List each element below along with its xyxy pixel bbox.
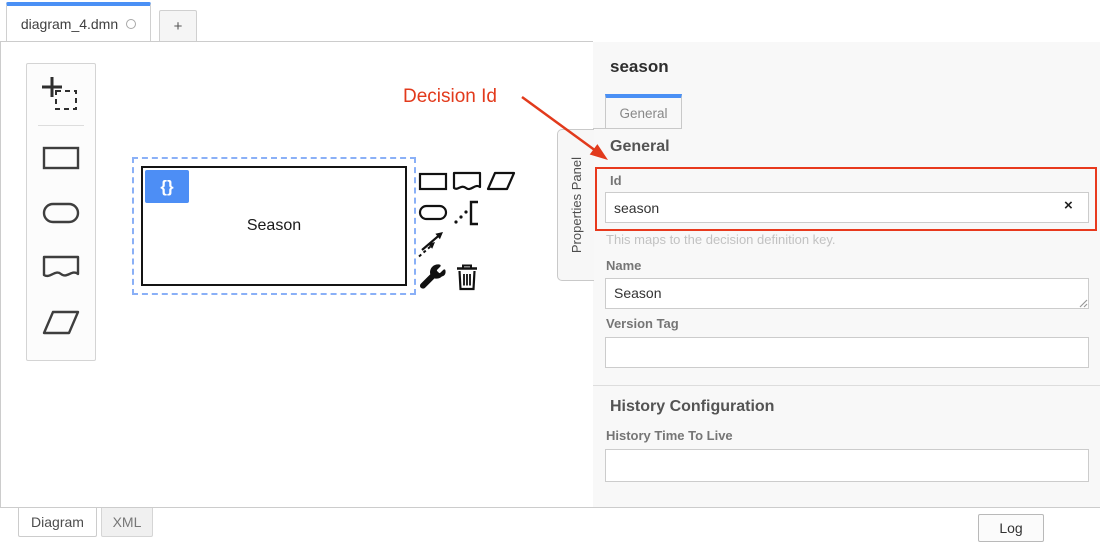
selection-outline xyxy=(132,157,416,295)
trash-delete-button[interactable] xyxy=(452,262,482,292)
file-tab-diagram4[interactable]: diagram_4.dmn xyxy=(6,2,151,41)
log-button[interactable]: Log xyxy=(978,514,1044,542)
append-decision-button[interactable] xyxy=(418,166,448,196)
append-knowledge-source-icon xyxy=(452,171,482,191)
file-tab-label: diagram_4.dmn xyxy=(20,15,119,32)
append-input-data-button[interactable] xyxy=(418,197,448,227)
id-input[interactable] xyxy=(605,192,1089,223)
create-input-data-button[interactable] xyxy=(30,185,92,240)
diagram-canvas[interactable]: {} Season xyxy=(0,41,593,508)
append-decision-icon xyxy=(418,172,448,191)
trash-delete-icon xyxy=(457,264,477,291)
properties-panel-toggle-label: Properties Panel xyxy=(568,156,584,254)
connect-tool-button[interactable] xyxy=(418,228,448,258)
append-input-data-icon xyxy=(418,204,448,221)
id-field-helper-text: This maps to the decision definition key… xyxy=(606,232,836,247)
append-business-knowledge-model-icon xyxy=(486,171,516,191)
properties-panel-title: season xyxy=(610,57,669,76)
create-decision-button[interactable] xyxy=(30,130,92,185)
textarea-resize-grip-icon[interactable] xyxy=(1079,299,1088,308)
history-time-to-live-input[interactable] xyxy=(605,449,1089,482)
append-text-annotation-button[interactable] xyxy=(452,197,482,227)
file-tab-bar: diagram_4.dmn + xyxy=(0,0,1100,41)
tab-general[interactable]: General xyxy=(605,94,682,129)
wrench-change-type-icon xyxy=(420,264,446,289)
append-text-annotation-icon xyxy=(454,200,478,226)
business-knowledge-model-shape-icon xyxy=(42,310,80,334)
unsaved-changes-icon xyxy=(126,18,137,29)
properties-panel-toggle[interactable]: Properties Panel xyxy=(557,129,594,281)
knowledge-source-shape-icon xyxy=(42,255,80,277)
connect-arrows-icon xyxy=(418,232,443,258)
palette-separator xyxy=(38,125,84,126)
tab-row-divider xyxy=(593,128,605,129)
group-divider xyxy=(593,385,1100,386)
decision-shape-season[interactable]: {} Season xyxy=(141,166,407,286)
group-history-heading: History Configuration xyxy=(610,398,775,415)
decision-shape-label: Season xyxy=(246,217,302,234)
lasso-tool-icon xyxy=(42,77,77,110)
group-general-heading: General xyxy=(610,138,670,155)
tab-xml-view[interactable]: XML xyxy=(101,508,153,537)
new-tab-button[interactable]: + xyxy=(159,10,197,41)
input-data-shape-icon xyxy=(42,202,80,223)
version-tag-input[interactable] xyxy=(605,337,1089,368)
append-business-knowledge-model-button[interactable] xyxy=(486,166,516,196)
bottom-bar: Diagram XML Log xyxy=(0,508,1100,546)
id-field-label: Id xyxy=(610,173,622,188)
name-textarea[interactable]: Season xyxy=(605,278,1089,309)
literal-expression-badge[interactable]: {} xyxy=(145,170,189,203)
palette xyxy=(26,63,96,361)
context-pad xyxy=(418,166,522,293)
properties-panel: season General General Id × This maps to… xyxy=(593,42,1100,508)
wrench-change-type-button[interactable] xyxy=(418,262,448,292)
tab-diagram-view[interactable]: Diagram xyxy=(18,508,97,537)
append-knowledge-source-button[interactable] xyxy=(452,166,482,196)
annotation-label: Decision Id xyxy=(403,86,497,107)
version-tag-field-label: Version Tag xyxy=(606,316,679,331)
decision-shape-icon xyxy=(42,146,80,169)
clear-id-icon[interactable]: × xyxy=(1064,197,1073,214)
lasso-tool-button[interactable] xyxy=(30,70,92,122)
httl-field-label: History Time To Live xyxy=(606,428,733,443)
create-business-knowledge-model-button[interactable] xyxy=(30,295,92,350)
name-field-label: Name xyxy=(606,258,642,273)
create-knowledge-source-button[interactable] xyxy=(30,240,92,295)
